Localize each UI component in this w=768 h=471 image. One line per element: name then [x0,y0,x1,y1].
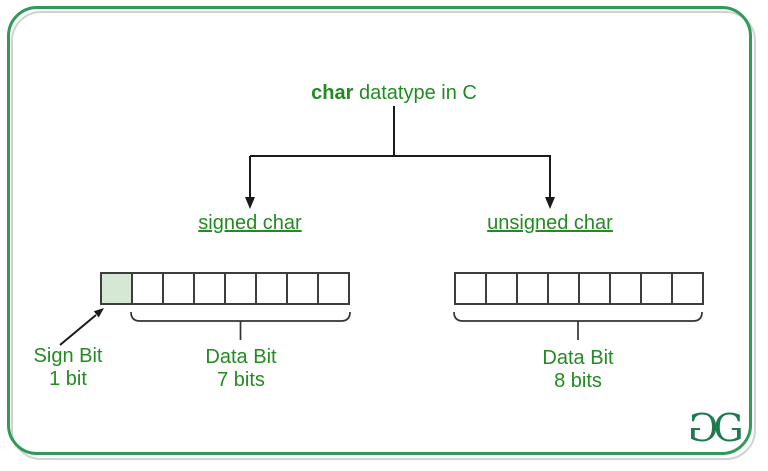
card-shadow-border [11,11,756,460]
brace-8bits [453,311,703,322]
data-bit-7-caption-line1: Data Bit [205,346,277,368]
data-bit-8-caption-line1: Data Bit [542,347,614,369]
bit-cell [286,272,319,305]
bit-cell [224,272,257,305]
bit-cell [578,272,611,305]
sign-bit-caption: Sign Bit 1 bit [0,345,148,391]
sign-bit-arrowhead [93,308,104,318]
sign-bit-caption-line1: Sign Bit [33,345,103,367]
branch-arrowhead-right [545,197,555,209]
bit-cell [640,272,673,305]
bit-cell [609,272,642,305]
bit-cell [131,272,164,305]
card-green-border [7,6,752,455]
data-bit-8-caption-line2: 8 bits [554,370,602,392]
unsigned-char-label: unsigned char [487,212,613,234]
title-rest: datatype in C [353,82,477,104]
branch-arrowhead-left [245,197,255,209]
brace-7bits [130,311,351,322]
logo-g: G [713,406,744,450]
bit-cell [317,272,350,305]
bit-cell [162,272,195,305]
logo-mirrored-g: G [688,406,719,450]
bit-cell [255,272,288,305]
bit-cell [193,272,226,305]
bit-cell [516,272,549,305]
signed-char-label: signed char [198,212,302,234]
sign-bit-caption-line2: 1 bit [49,368,87,390]
data-bit-7-caption-line2: 7 bits [217,369,265,391]
bit-cell [671,272,704,305]
title-keyword: char [311,82,354,104]
signed-bit-array [100,272,350,305]
bit-cell [547,272,580,305]
bit-cell [485,272,518,305]
sign-bit-arrow-line [59,314,97,346]
data-bit-8-caption: Data Bit 8 bits [498,347,658,393]
data-bit-7-caption: Data Bit 7 bits [161,346,321,392]
diagram-title: char datatype in C [311,82,477,105]
unsigned-bit-array [454,272,704,305]
bit-cell [454,272,487,305]
geeksforgeeks-logo: G G [688,406,744,450]
sign-bit-cell [100,272,133,305]
